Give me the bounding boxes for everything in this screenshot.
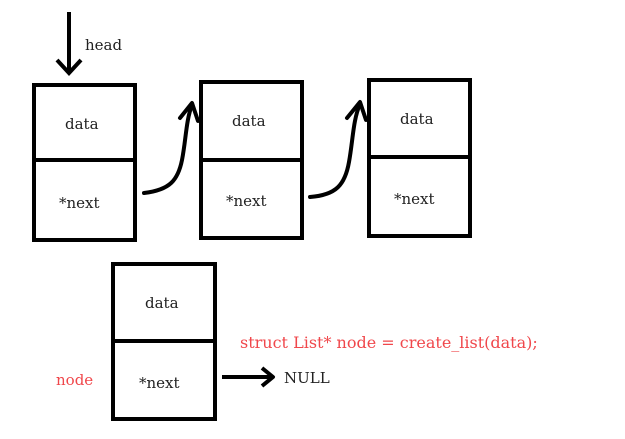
new-node-data-label: data (145, 294, 179, 312)
node-1-next-label: *next (59, 194, 100, 212)
create-list-code: struct List* node = create_list(data); (240, 333, 538, 352)
head-label: head (85, 36, 123, 54)
null-label: NULL (284, 369, 330, 387)
list-node-2 (199, 80, 304, 240)
head-arrow (55, 12, 83, 76)
node-1-data-label: data (65, 115, 99, 133)
node-3-data-label: data (400, 110, 434, 128)
new-list-node (111, 262, 217, 421)
next-arrow-2-to-3 (308, 100, 368, 199)
list-node-1 (32, 83, 137, 242)
node-3-next-label: *next (394, 190, 435, 208)
list-node-3 (367, 78, 472, 238)
new-node-next-label: *next (139, 374, 180, 392)
next-arrow-1-to-2 (142, 101, 200, 195)
node-2-data-label: data (232, 112, 266, 130)
null-arrow (222, 366, 275, 388)
node-label: node (56, 371, 94, 389)
node-2-next-label: *next (226, 192, 267, 210)
